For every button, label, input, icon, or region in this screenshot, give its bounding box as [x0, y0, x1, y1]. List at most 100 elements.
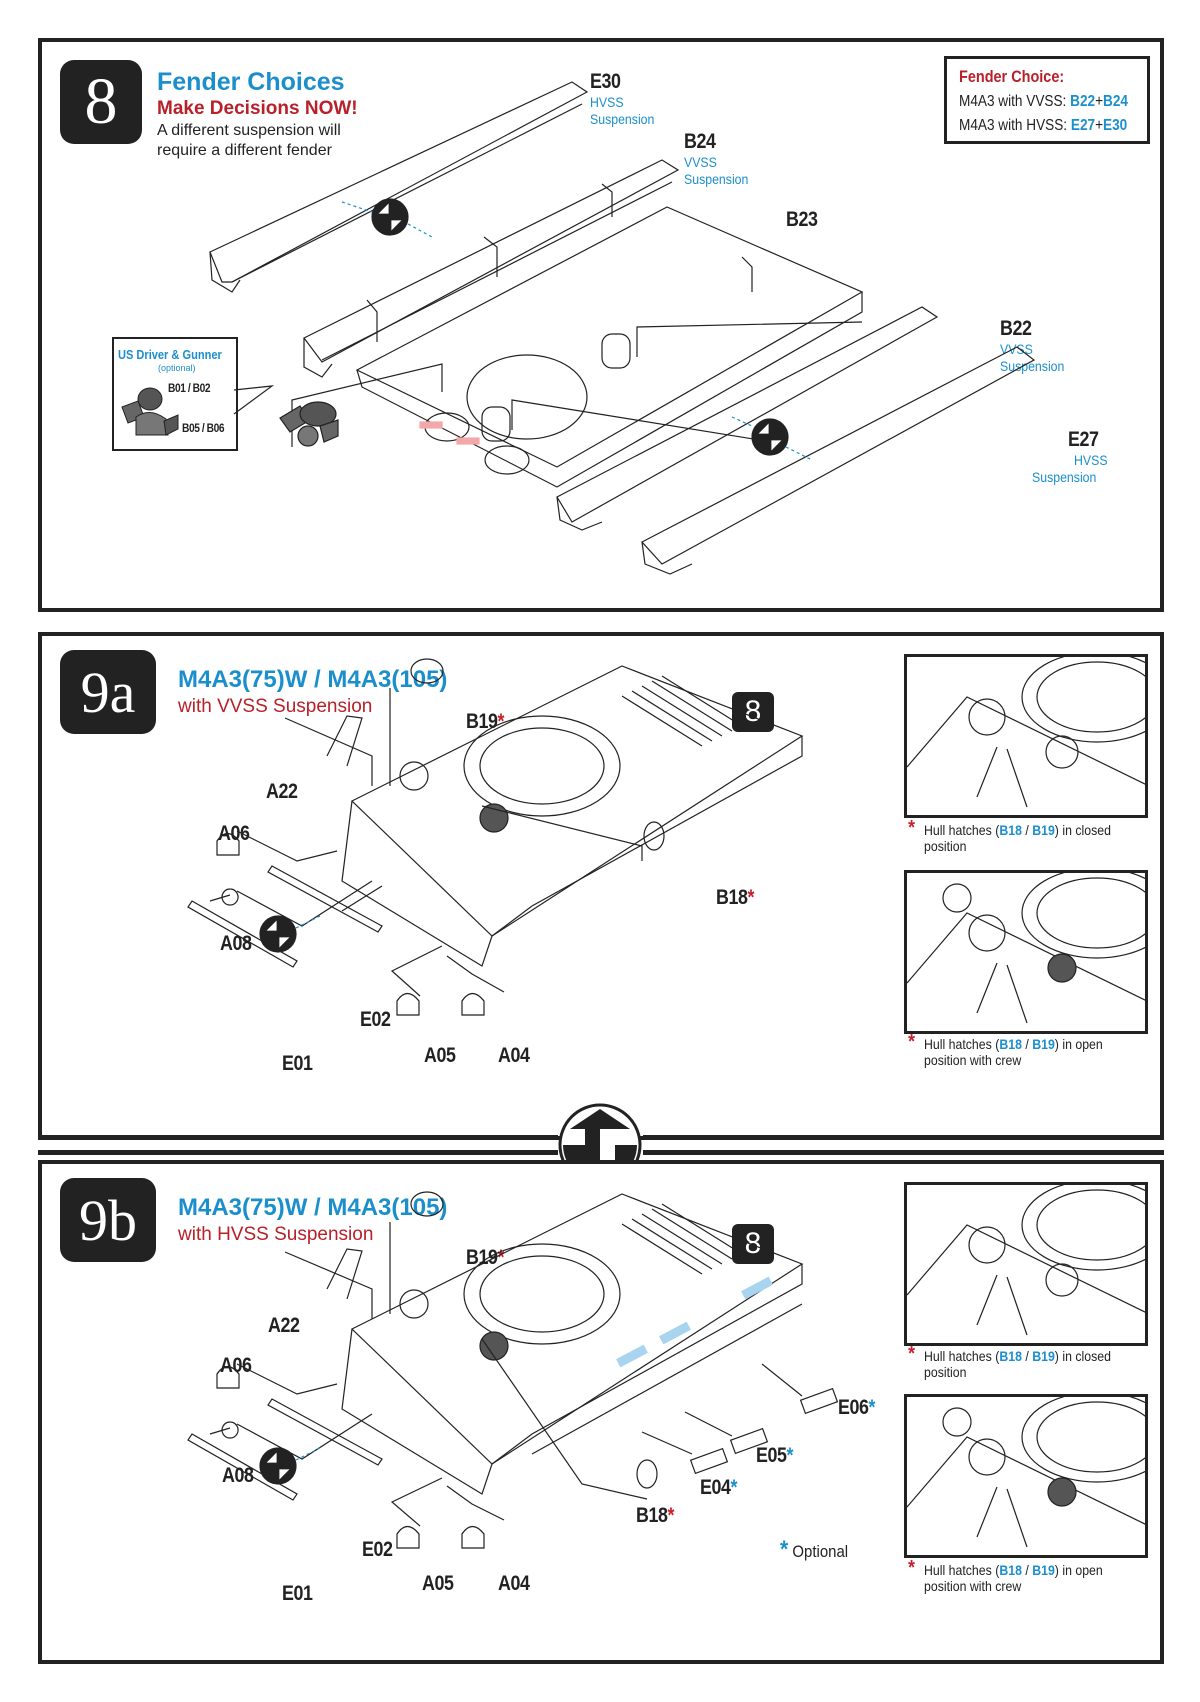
step-number-badge: 9a [60, 650, 156, 734]
choice-label: M4A3 with HVSS: [959, 117, 1068, 134]
crew-callout-title: US Driver & Gunner [118, 347, 222, 362]
assembly-arrows [236, 688, 643, 997]
part-a08 [209, 888, 239, 906]
alternative-option-icon [751, 418, 789, 456]
hatch-b18 [636, 1459, 658, 1489]
rear-hull [350, 665, 804, 937]
inset-drawing [907, 1397, 1145, 1548]
rear-hull [350, 1193, 804, 1465]
fender-e30 [209, 81, 589, 283]
fender-choice-box: Fender Choice: M4A3 with VVSS: B22+B24 M… [944, 56, 1150, 144]
optional-part-location [741, 1276, 773, 1300]
step-9a-panel: 9a M4A3(75)W / M4A3(105) with VVSS Suspe… [38, 632, 1164, 1140]
part-label-b23: B23 [786, 208, 818, 231]
choice-label: M4A3 with VVSS: [959, 93, 1067, 110]
part-sub-e27-2: Suspension [1032, 469, 1097, 485]
part-e05 [729, 1427, 769, 1455]
crew-callout: US Driver & Gunner (optional) B01 / B02 … [112, 337, 238, 451]
part-sub-b24-2: Suspension [684, 171, 749, 187]
part-e04 [689, 1447, 729, 1475]
step-number-badge: 9b [60, 1178, 156, 1262]
optional-part-location [616, 1344, 648, 1368]
optional-legend-text: Optional [792, 1542, 849, 1561]
reference-step-number: 8 [744, 695, 762, 728]
part-a22 [326, 1248, 363, 1300]
hatch-b19 [410, 1191, 444, 1217]
part-label-a08: A08 [222, 1464, 254, 1487]
glue-mark [419, 421, 443, 429]
crew-part-2: B05 / B06 [182, 421, 225, 435]
optional-asterisk-icon: * [780, 1536, 789, 1563]
inset-drawing [907, 1185, 1145, 1336]
part-label-a08: A08 [220, 932, 252, 955]
part-label-a05: A05 [424, 1044, 456, 1067]
inset-hatches-open [904, 1394, 1148, 1558]
part-a05 [396, 1525, 420, 1549]
fender-b24 [303, 159, 680, 363]
step-number: 8 [84, 65, 118, 138]
step-subtitle: with VVSS Suspension [178, 696, 373, 717]
crew-part-1: B01 / B02 [168, 381, 211, 395]
part-sub-b24-1: VVSS [684, 154, 717, 170]
part-a22 [326, 715, 363, 767]
inset-hatches-open [904, 870, 1148, 1034]
engine-deck-grille [621, 1203, 743, 1275]
step-number: 9a [80, 659, 136, 725]
inset-caption-closed: * Hull hatches (B18 / B19) in closed pos… [908, 1343, 1111, 1380]
part-label-e06: E06* [838, 1396, 876, 1419]
turret-ring [466, 354, 588, 440]
crew-callout-subtitle: (optional) [158, 363, 196, 373]
choice-plus: + [1095, 93, 1104, 110]
part-label-b18: B18* [716, 886, 755, 909]
part-label-a22: A22 [268, 1314, 300, 1337]
optional-part-location [659, 1321, 691, 1345]
alternative-option-icon [259, 1447, 297, 1485]
part-label-e04: E04* [700, 1476, 738, 1499]
part-label-e02: E02 [360, 1008, 391, 1031]
step-note-line-1: A different suspension will [157, 122, 341, 139]
part-label-a05: A05 [422, 1572, 454, 1595]
step-note-line-2: require a different fender [157, 142, 332, 159]
step-title: M4A3(75)W / M4A3(105) [178, 666, 448, 693]
fender-choice-heading: Fender Choice: [959, 67, 1065, 86]
inset-drawing [907, 873, 1145, 1024]
glue-mark [456, 437, 480, 445]
part-label-a04: A04 [498, 1044, 530, 1067]
inset-hatches-closed [904, 1182, 1148, 1346]
rear-hull-assembly-drawing [187, 658, 804, 1016]
inset-drawing [907, 657, 1145, 808]
fender-b22 [556, 306, 939, 523]
alternative-option-icon [371, 198, 409, 236]
fender-e27 [641, 346, 1036, 565]
reference-step-number: 8 [744, 1227, 762, 1260]
step-subtitle: with HVSS Suspension [178, 1224, 374, 1245]
part-e02 [267, 865, 383, 933]
part-e02 [267, 1398, 383, 1466]
reference-step-badge: 8 [732, 692, 774, 732]
inset-hatches-closed [904, 654, 1148, 818]
part-label-a04: A04 [498, 1572, 530, 1595]
choice-part: E27 [1070, 117, 1096, 134]
rear-hull-hvss-assembly-drawing [187, 1191, 839, 1549]
part-a06 [216, 1365, 240, 1389]
step-9b-panel: 9b M4A3(75)W / M4A3(105) with HVSS Suspe… [38, 1160, 1164, 1664]
part-a06 [216, 832, 240, 856]
optional-legend: * Optional [780, 1536, 848, 1564]
step-8-panel: 8 Fender Choices Make Decisions NOW! A d… [38, 38, 1164, 612]
hatch-b19 [410, 658, 444, 684]
choice-part: E30 [1103, 117, 1128, 134]
part-label-e27: E27 [1068, 428, 1099, 451]
part-label-b22: B22 [1000, 317, 1032, 340]
step-warning: Make Decisions NOW! [157, 98, 358, 119]
inset-caption-open: * Hull hatches (B18 / B19) in open posit… [908, 1031, 1103, 1068]
hull-fender-assembly-drawing [209, 81, 1036, 575]
part-label-b19: B19* [466, 1246, 505, 1269]
part-label-e01: E01 [282, 1052, 313, 1075]
part-sub-e30-1: HVSS [590, 94, 624, 110]
part-sub-e27-1: HVSS [1074, 452, 1108, 468]
choice-plus: + [1095, 117, 1104, 134]
part-a04 [461, 992, 485, 1016]
crew-figure-icon [121, 387, 179, 436]
part-a08 [209, 1421, 239, 1439]
part-sub-e30-2: Suspension [590, 111, 655, 127]
